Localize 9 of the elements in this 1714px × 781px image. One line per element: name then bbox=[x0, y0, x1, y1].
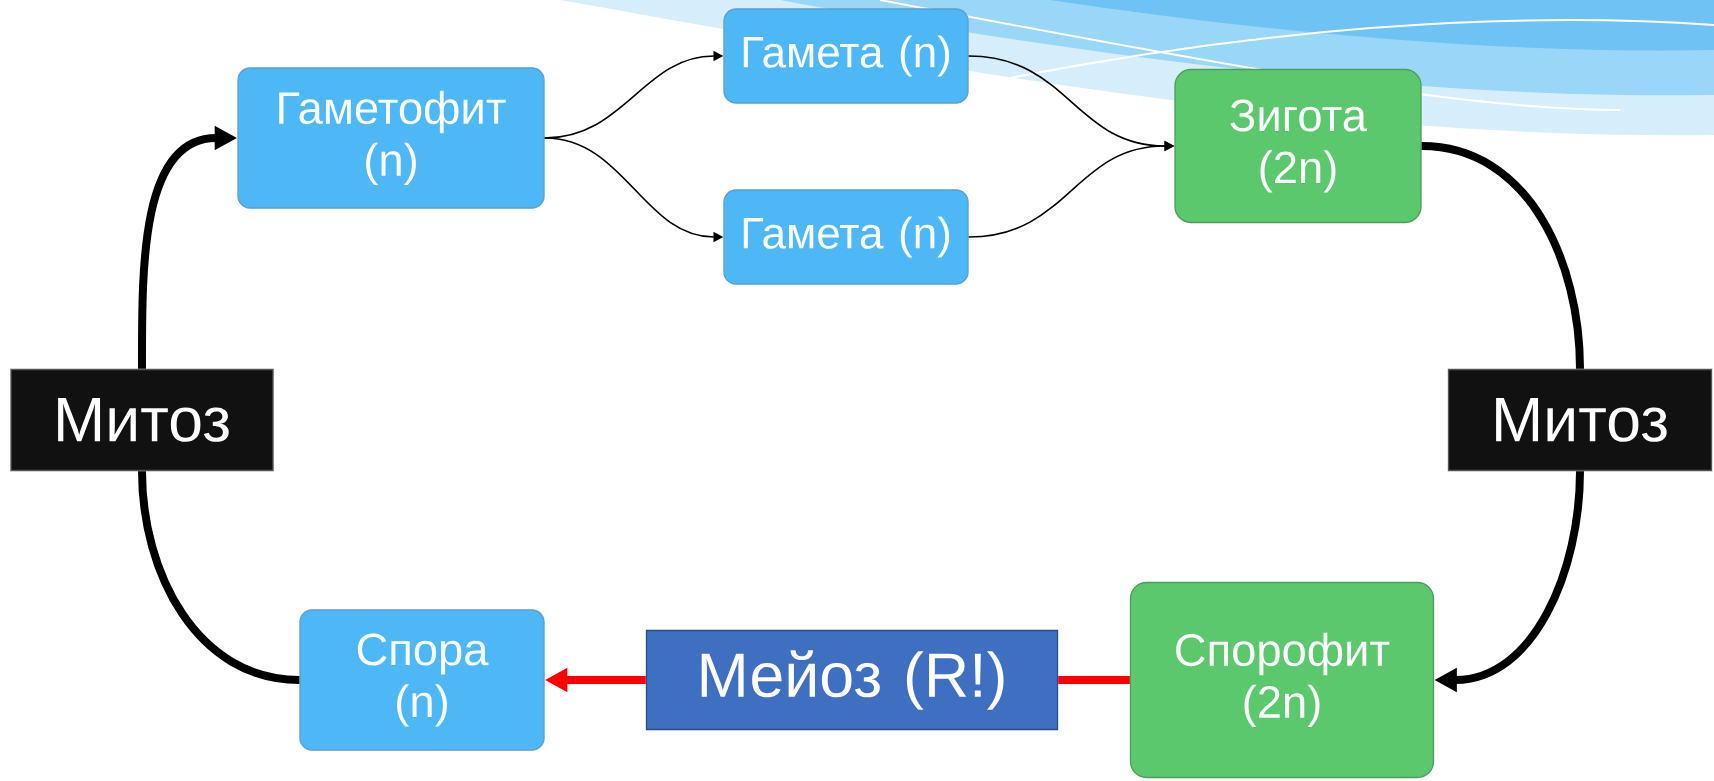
process-box: Гаметофит (n) bbox=[237, 67, 545, 209]
process-box: Гамета (n) bbox=[723, 8, 969, 104]
process-label-box: Митоз bbox=[1447, 368, 1713, 472]
process-label-box: Митоз bbox=[10, 368, 274, 472]
process-box: Спорофит (2n) bbox=[1129, 581, 1435, 779]
process-box: Спора (n) bbox=[299, 609, 545, 751]
process-label-box: Мейоз (R!) bbox=[645, 629, 1059, 731]
process-box: Гамета (n) bbox=[723, 189, 969, 285]
process-box: Зигота (2n) bbox=[1174, 68, 1422, 224]
